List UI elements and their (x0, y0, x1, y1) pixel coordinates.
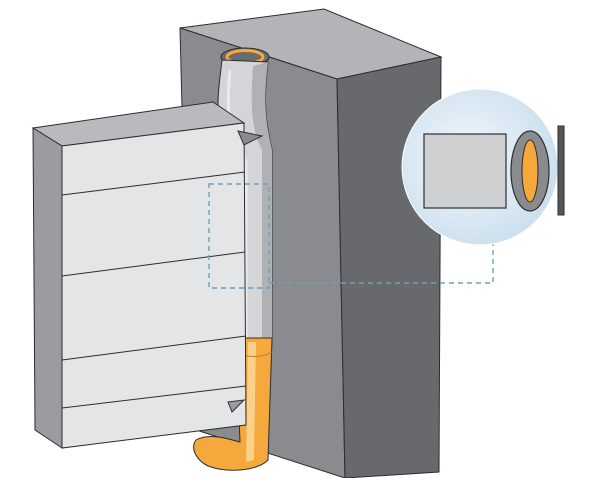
magnifier-circle (401, 88, 565, 246)
panel-left-side (32, 127, 63, 449)
panel-front-face (61, 122, 247, 449)
gasket-ring (510, 130, 550, 212)
detail-block (423, 133, 507, 209)
callout-box (208, 183, 270, 289)
stacked-panel (31, 101, 264, 449)
detail-plate (557, 125, 565, 216)
orange-sleeve (193, 337, 273, 471)
